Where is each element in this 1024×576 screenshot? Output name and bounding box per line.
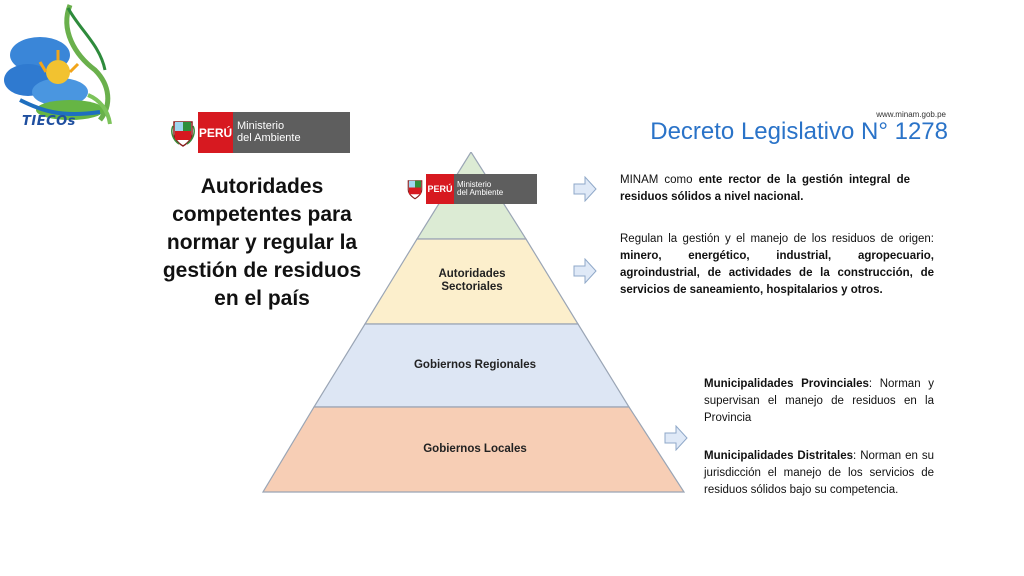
tier-label-regionales: Gobiernos Regionales xyxy=(413,359,537,371)
desc-bold: Municipalidades Distritales xyxy=(704,450,854,462)
desc-lead: MINAM como xyxy=(620,174,699,186)
tier-label-line1: Autoridades xyxy=(438,268,506,280)
tiecos-text: TIECOs xyxy=(22,114,76,129)
pyramid-tier-locales xyxy=(262,406,686,493)
peru-label: PERÚ xyxy=(198,112,233,153)
left-heading: Autoridades competentes para normar y re… xyxy=(162,175,362,310)
website-url: www.minam.gob.pe xyxy=(876,110,946,119)
description-sectoriales: Regulan la gestión y el manejo de los re… xyxy=(620,231,934,299)
tiecos-emblem-icon xyxy=(4,4,112,125)
tier-label-line2: Sectoriales xyxy=(441,281,503,293)
tier-label-sectoriales: Autoridades Sectoriales xyxy=(420,268,524,294)
ministry-line1: Ministerio xyxy=(457,179,492,189)
page-title: Decreto Legislativo N° 1278 xyxy=(650,118,948,145)
ministry-logo: PERÚ Ministerio del Ambiente xyxy=(168,112,350,153)
ministry-name: Ministerio del Ambiente xyxy=(454,174,537,204)
desc-lead: Regulan la gestión y el manejo de los re… xyxy=(620,233,934,245)
peru-label: PERÚ xyxy=(426,174,454,204)
description-distritales: Municipalidades Distritales: Norman en s… xyxy=(704,448,934,499)
desc-rest: : Norman en su jurisdicción el manejo de… xyxy=(704,450,934,496)
tiecos-logo: TIECOs xyxy=(0,0,125,145)
coat-of-arms-icon xyxy=(168,112,198,153)
desc-rest: : Norman y supervisan el manejo de resid… xyxy=(704,378,934,424)
pyramid-ministry-logo: PERÚ Ministerio del Ambiente xyxy=(404,174,537,204)
tier-label-locales: Gobiernos Locales xyxy=(423,443,527,455)
ministry-name: Ministerio del Ambiente xyxy=(233,112,350,153)
desc-bold: Municipalidades Provinciales xyxy=(704,378,869,390)
desc-bold: ente rector de la gestión integral de re… xyxy=(620,174,910,203)
description-minam: MINAM como ente rector de la gestión int… xyxy=(620,172,910,206)
coat-of-arms-icon xyxy=(404,174,426,204)
description-provinciales: Municipalidades Provinciales: Norman y s… xyxy=(704,376,934,427)
ministry-line1: Ministerio xyxy=(237,119,285,132)
ministry-line2: del Ambiente xyxy=(457,188,504,197)
authority-pyramid xyxy=(262,152,686,493)
arrow-right-icon xyxy=(664,425,688,451)
ministry-line2: del Ambiente xyxy=(237,131,301,144)
arrow-right-icon xyxy=(573,176,597,202)
arrow-right-icon xyxy=(573,258,597,284)
desc-bold: minero, energético, industrial, agropecu… xyxy=(620,250,934,296)
